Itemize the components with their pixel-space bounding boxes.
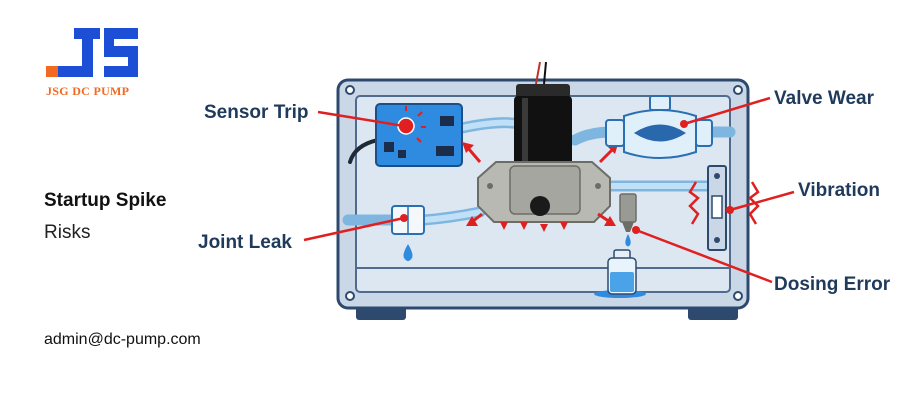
dot-joint-leak [400,214,408,222]
pump-head [477,161,637,232]
sensor-connector-2 [436,146,454,156]
leader-joint-leak [303,216,405,242]
valve-top [649,95,671,111]
bracket-screw-2 [714,237,720,243]
callout-dots [400,120,734,234]
valve-core [634,124,686,142]
motor-highlight [522,98,528,164]
callout-joint-leak: Joint Leak [198,232,292,253]
callout-sensor-trip: Sensor Trip [204,102,309,123]
leader-sensor-trip [317,110,405,128]
logo-letter-j-foot [58,66,93,77]
bracket-screw-1 [714,173,720,179]
motor-body [514,96,572,168]
sensor-chip [384,142,394,152]
vibration-zigzag-left-icon [688,181,700,225]
pump-motor [514,61,572,168]
pump-bolt-2 [595,183,601,189]
dosing-nozzle-tip [622,222,634,232]
leader-vibration [729,190,795,212]
dot-dosing-error [632,226,640,234]
callout-vibration: Vibration [798,180,880,201]
screw-top-right [733,85,743,95]
sensor-connector [440,116,454,126]
sensor-chip-2 [398,150,406,158]
dot-vibration [726,206,734,214]
leader-dosing-error [635,228,773,284]
leak-drop-icon [403,244,413,261]
brand-name: JSG DC PUMP [46,84,130,98]
dot-sensor-trip [400,122,408,130]
tube-joint [391,205,425,261]
dosing-drop-icon [625,234,631,247]
dosing-bottle [594,234,646,298]
motor-wire-red [535,61,541,85]
pump-knob-icon [530,196,550,216]
pump-spike-marks [500,222,568,232]
tube-joint-to-pump-core [421,209,483,223]
sensor-board [375,103,463,167]
motor-wire-black [543,61,547,85]
motor-cap [516,84,570,98]
contact-email: admin@dc-pump.com [44,331,201,348]
leader-valve-wear [683,96,771,126]
callout-dosing-error: Dosing Error [774,274,891,295]
screw-top-left [345,85,355,95]
screw-bottom-left [345,291,355,301]
valve-fitting-right [695,119,713,147]
page-subtitle: Risks [44,222,91,243]
bottle-liquid [610,272,634,292]
logo-letter-j-stem [82,28,93,76]
valve-fitting-left [605,119,625,147]
pump-bolt-1 [487,183,493,189]
logo-letter-s [104,28,138,77]
logo-orange-block [46,66,58,77]
sensor-spark-icon [405,106,426,143]
callout-leaders [303,96,795,284]
sensor-cable [348,138,380,164]
page-title: Startup Spike [44,190,167,211]
dot-valve-wear [680,120,688,128]
bracket-clamp [711,195,723,219]
screw-bottom-right [733,291,743,301]
callout-valve-wear: Valve Wear [774,88,875,109]
jsg-logo [46,28,138,77]
sensor-board-body [375,103,463,167]
valve [605,95,713,159]
dosing-nozzle [619,193,637,223]
